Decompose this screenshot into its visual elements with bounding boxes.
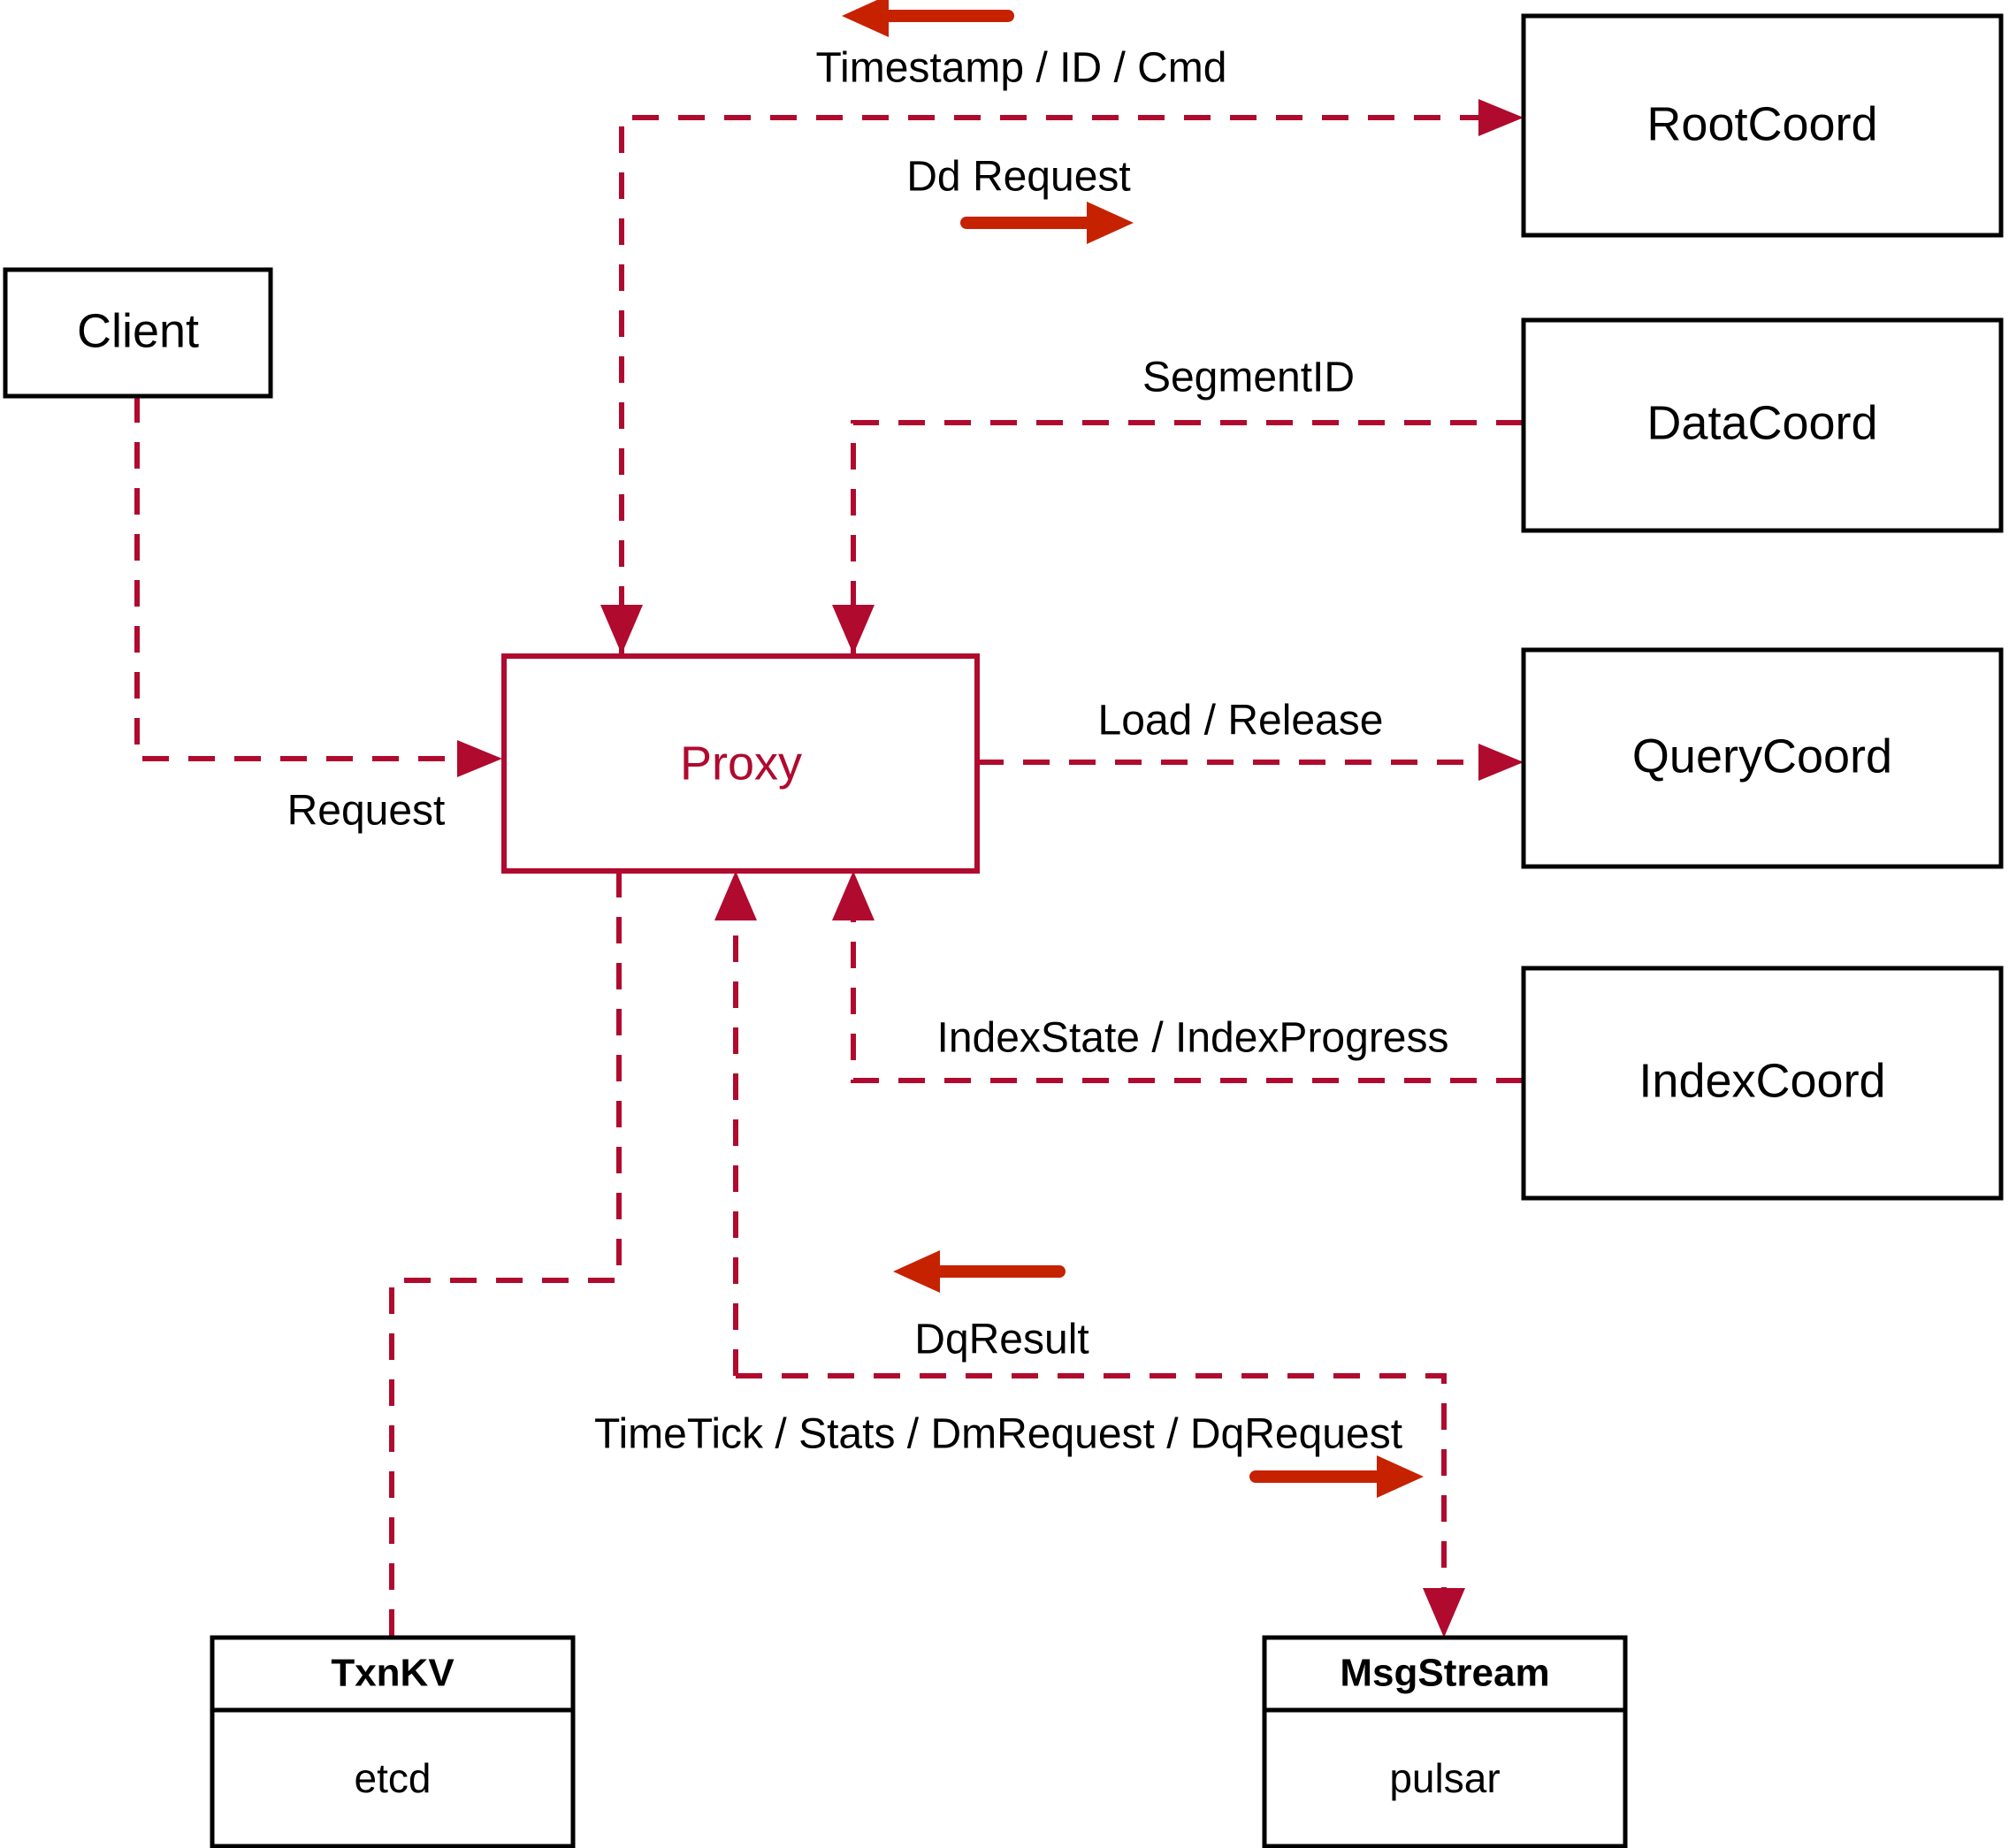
node-msgstream-box[interactable] — [1262, 1635, 1628, 1848]
edge-proxy-msgstream-path — [736, 1373, 1447, 1618]
edge-querycoord-arrowhead-icon — [1478, 744, 1524, 781]
node-indexcoord-label: IndexCoord — [1639, 1054, 1885, 1107]
node-client[interactable]: Client — [3, 267, 273, 399]
node-indexcoord[interactable]: IndexCoord — [1521, 966, 2004, 1201]
edge-client-proxy — [134, 396, 502, 777]
edge-proxy-txnkv — [389, 871, 622, 1636]
node-datacoord[interactable]: DataCoord — [1521, 317, 2004, 533]
edge-proxy-left-arrowhead-icon — [457, 740, 502, 777]
edge-proxy-querycoord — [977, 744, 1524, 781]
node-indexcoord-box[interactable] — [1521, 966, 2004, 1201]
node-msgstream-title: MsgStream — [1340, 1652, 1549, 1695]
edge-msgstream-proxy — [714, 871, 757, 1376]
edge-client-proxy-path — [134, 396, 482, 761]
edge-indexcoord-proxy-path — [851, 884, 1523, 1083]
direction-arrow-dd-request-right — [960, 202, 1134, 244]
arrow-right-icon-timetick — [1377, 1455, 1424, 1498]
node-msgstream[interactable]: MsgStream pulsar — [1262, 1635, 1628, 1848]
edge-label-load-release: Load / Release — [1098, 698, 1384, 745]
node-querycoord-box[interactable] — [1521, 647, 2004, 869]
node-msgstream-impl: pulsar — [1389, 1755, 1500, 1801]
node-rootcoord-label: RootCoord — [1646, 97, 1877, 150]
arrow-right-icon-dd-request — [1087, 202, 1134, 244]
edge-label-timetick-stats: TimeTick / Stats / DmRequest / DqRequest — [594, 1411, 1402, 1458]
edge-rootcoord-arrowhead-icon — [1478, 99, 1524, 136]
arrow-left-icon-timestamp — [842, 0, 889, 37]
node-client-label: Client — [77, 304, 199, 357]
arrow-left-icon-dqresult — [893, 1250, 940, 1293]
edge-indexcoord-proxy — [832, 871, 1523, 1083]
edge-proxy-top-left-arrowhead-icon — [600, 605, 643, 654]
edge-label-dd-request: Dd Request — [906, 154, 1130, 201]
node-rootcoord-box[interactable] — [1521, 13, 2004, 238]
node-rootcoord[interactable]: RootCoord — [1521, 13, 2004, 238]
node-txnkv-impl: etcd — [355, 1755, 432, 1801]
node-datacoord-box[interactable] — [1521, 317, 2004, 533]
edge-rootcoord-proxy-path — [619, 115, 1503, 659]
node-proxy[interactable]: Proxy — [501, 653, 980, 874]
edge-label-dq-result: DqResult — [914, 1317, 1089, 1363]
edge-rootcoord-proxy — [600, 99, 1524, 659]
node-txnkv-box[interactable] — [210, 1635, 576, 1848]
edge-label-timestamp-id-cmd: Timestamp / ID / Cmd — [816, 45, 1227, 92]
edge-datacoord-proxy — [832, 420, 1523, 659]
node-proxy-box[interactable] — [501, 653, 980, 874]
edge-proxy-msgstream — [736, 1373, 1465, 1638]
edge-proxy-bottom-center-arrowhead-icon — [714, 871, 757, 920]
edge-proxy-txnkv-path — [389, 871, 622, 1636]
node-querycoord-label: QueryCoord — [1632, 729, 1892, 783]
edge-msgstream-arrowhead-icon — [1423, 1588, 1465, 1638]
node-datacoord-label: DataCoord — [1646, 396, 1877, 449]
edge-datacoord-proxy-path — [851, 420, 1523, 659]
node-querycoord[interactable]: QueryCoord — [1521, 647, 2004, 869]
edge-proxy-bottom-right-arrowhead-icon — [832, 871, 875, 920]
edge-label-index-state-progress: IndexState / IndexProgress — [937, 1015, 1449, 1062]
direction-arrow-timestamp-left — [842, 0, 1014, 37]
edge-proxy-top-right-arrowhead-icon — [832, 605, 875, 654]
node-txnkv-title: TxnKV — [331, 1652, 455, 1695]
direction-arrow-dqresult-left — [893, 1250, 1066, 1293]
node-client-box[interactable] — [3, 267, 273, 399]
node-proxy-label: Proxy — [680, 737, 802, 790]
direction-arrow-timetick-right — [1249, 1455, 1424, 1498]
node-txnkv[interactable]: TxnKV etcd — [210, 1635, 576, 1848]
edge-label-segment-id: SegmentID — [1142, 355, 1355, 401]
edge-label-request: Request — [287, 788, 446, 835]
